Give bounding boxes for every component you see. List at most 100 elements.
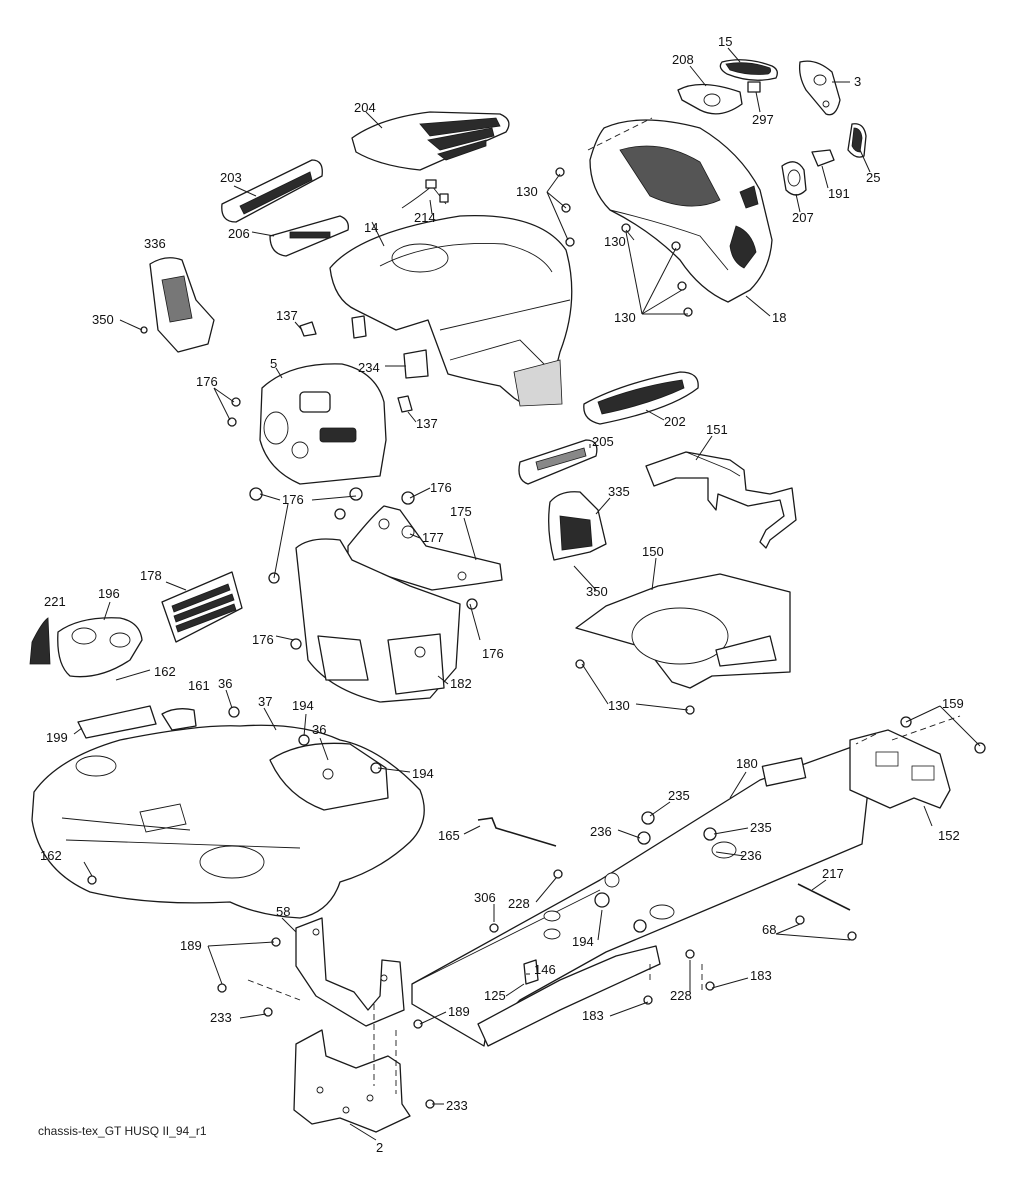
label-235-a: 235 <box>668 788 690 803</box>
label-204: 204 <box>354 100 376 115</box>
label-175: 175 <box>450 504 472 519</box>
label-130-c: 130 <box>614 310 636 325</box>
part-221-decal <box>29 617 51 665</box>
label-202: 202 <box>664 414 686 429</box>
label-180: 180 <box>736 756 758 771</box>
label-191: 191 <box>828 186 850 201</box>
part-37-fender <box>31 724 425 919</box>
label-183-b: 183 <box>582 1008 604 1023</box>
label-25: 25 <box>866 170 880 185</box>
label-350-a: 350 <box>92 312 114 327</box>
label-3: 3 <box>854 74 861 89</box>
label-58: 58 <box>276 904 290 919</box>
part-161-cover <box>161 708 197 731</box>
part-labels: 15 208 3 297 204 25 130 191 203 207 214 … <box>40 34 964 1155</box>
part-137-clip-a <box>299 321 317 337</box>
part-15-lens <box>719 59 778 81</box>
label-125: 125 <box>484 988 506 1003</box>
part-217-rod <box>797 883 851 911</box>
label-336: 336 <box>144 236 166 251</box>
part-335-panel <box>548 491 607 561</box>
part-336-panel <box>149 257 215 353</box>
label-194-c: 194 <box>572 934 594 949</box>
part-58-bracket <box>295 917 405 1027</box>
label-235-b: 235 <box>750 820 772 835</box>
part-182-dash-body <box>295 538 461 703</box>
part-tag-small <box>351 315 367 339</box>
part-175-bracket <box>347 505 503 591</box>
part-234-tag <box>403 349 429 379</box>
label-130-a: 130 <box>516 184 538 199</box>
part-14-hood <box>329 214 573 407</box>
part-150-plate <box>575 573 791 689</box>
part-137-clip-b <box>397 395 413 413</box>
label-233-a: 233 <box>210 1010 232 1025</box>
label-208: 208 <box>672 52 694 67</box>
label-2: 2 <box>376 1140 383 1155</box>
label-233-b: 233 <box>446 1098 468 1113</box>
label-130-b: 130 <box>604 234 626 249</box>
label-176-b: 176 <box>282 492 304 507</box>
label-68: 68 <box>762 922 776 937</box>
label-176-c: 176 <box>430 480 452 495</box>
label-176-d: 176 <box>252 632 274 647</box>
part-207-socket <box>781 161 807 196</box>
label-183-a: 183 <box>750 968 772 983</box>
label-205: 205 <box>592 434 614 449</box>
label-194-a: 194 <box>292 698 314 713</box>
drawing-caption: chassis-tex_GT HUSQ II_94_r1 <box>38 1124 207 1138</box>
label-206: 206 <box>228 226 250 241</box>
part-214-harness <box>401 179 449 209</box>
part-208-bracket <box>677 81 761 115</box>
label-194-b: 194 <box>412 766 434 781</box>
label-196: 196 <box>98 586 120 601</box>
label-199: 199 <box>46 730 68 745</box>
label-350-b: 350 <box>586 584 608 599</box>
part-18-front-grille <box>589 119 773 303</box>
part-3-bracket <box>798 60 841 116</box>
label-236-b: 236 <box>740 848 762 863</box>
label-151: 151 <box>706 422 728 437</box>
label-137-b: 137 <box>416 416 438 431</box>
label-297: 297 <box>752 112 774 127</box>
part-205-panel <box>518 439 598 485</box>
label-236-a: 236 <box>590 824 612 839</box>
label-36-b: 36 <box>312 722 326 737</box>
label-159: 159 <box>942 696 964 711</box>
label-203: 203 <box>220 170 242 185</box>
label-161: 161 <box>188 678 210 693</box>
label-36-a: 36 <box>218 676 232 691</box>
part-2-bracket <box>293 1029 411 1133</box>
label-18: 18 <box>772 310 786 325</box>
label-234: 234 <box>358 360 380 375</box>
assembly-lines <box>247 117 961 1094</box>
label-335: 335 <box>608 484 630 499</box>
label-5: 5 <box>270 356 277 371</box>
label-182: 182 <box>450 676 472 691</box>
part-204-hood-insert <box>351 111 510 171</box>
part-152-bracket <box>849 729 951 809</box>
label-146: 146 <box>534 962 556 977</box>
label-162-a: 162 <box>154 664 176 679</box>
label-221: 221 <box>44 594 66 609</box>
fasteners <box>87 167 986 1109</box>
label-306: 306 <box>474 890 496 905</box>
part-151-bracket <box>645 451 797 549</box>
part-178-screen <box>161 571 243 643</box>
label-137-a: 137 <box>276 308 298 323</box>
label-217: 217 <box>822 866 844 881</box>
part-191-bulb <box>811 149 835 167</box>
label-165: 165 <box>438 828 460 843</box>
part-165-rod <box>477 817 557 847</box>
part-196-cupholder <box>57 617 143 678</box>
label-176-e: 176 <box>482 646 504 661</box>
part-5-dash <box>259 363 387 485</box>
part-25-lens-right <box>847 123 867 158</box>
label-207: 207 <box>792 210 814 225</box>
label-150: 150 <box>642 544 664 559</box>
label-176-a: 176 <box>196 374 218 389</box>
label-130-d: 130 <box>608 698 630 713</box>
label-189-a: 189 <box>180 938 202 953</box>
label-37: 37 <box>258 694 272 709</box>
part-199-cover <box>77 705 157 739</box>
